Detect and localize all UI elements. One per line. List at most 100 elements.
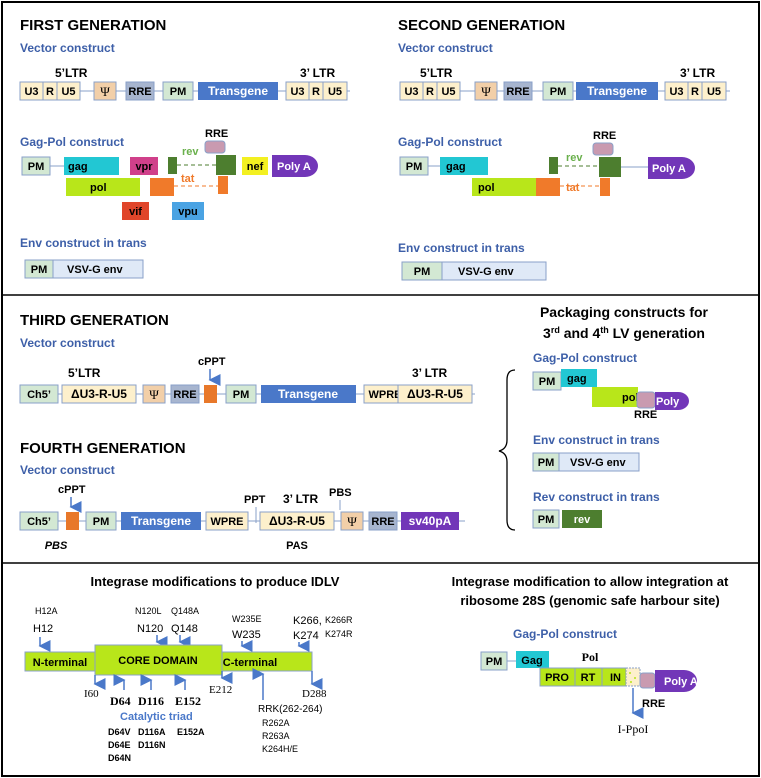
d64n-label: D64N bbox=[108, 753, 131, 763]
u5-label: U5 bbox=[441, 86, 455, 98]
u5-label: U5 bbox=[61, 86, 75, 98]
u3-label: U3 bbox=[669, 86, 683, 98]
du3-label: ΔU3-R-U5 bbox=[269, 514, 325, 528]
ippoi-label: I-PpoI bbox=[618, 722, 649, 736]
catalytic-triad-label: Catalytic triad bbox=[120, 711, 193, 723]
e152-label: E152 bbox=[175, 694, 201, 708]
transgene-label: Transgene bbox=[587, 84, 647, 98]
ribosome-title-line1: Integrase modification to allow integrat… bbox=[452, 574, 729, 589]
rev-label: rev bbox=[574, 514, 591, 526]
gen1-title: FIRST GENERATION bbox=[20, 17, 166, 34]
gen3-ltr5-label: 5’LTR bbox=[68, 366, 101, 380]
gen3-vector-construct: Ch5’ ΔU3-R-U5 Ψ RRE PM Transgene WPRE ΔU… bbox=[19, 384, 473, 404]
e212-label: E212 bbox=[209, 684, 232, 696]
r-label: R bbox=[691, 86, 699, 98]
gen4-vector-construct: Ch5’ PM Transgene WPRE ΔU3-R-U5 Ψ RRE sv… bbox=[19, 511, 459, 531]
vsvg-label: VSV-G env bbox=[458, 266, 515, 278]
h12-label: H12 bbox=[33, 623, 53, 635]
nterm-label: N-terminal bbox=[33, 657, 87, 669]
transgene-label: Transgene bbox=[278, 387, 338, 401]
rev-label: rev bbox=[566, 152, 583, 164]
d64e-label: D64E bbox=[108, 740, 131, 750]
sv40-label: sv40pA bbox=[409, 514, 452, 528]
gen2-ltr5-label: 5’LTR bbox=[420, 66, 453, 80]
packaging-brace bbox=[498, 369, 516, 531]
pm-label: PM bbox=[538, 514, 555, 526]
rre-label: RRE bbox=[173, 389, 196, 401]
packaging-env-label: Env construct in trans bbox=[533, 433, 660, 447]
rrk-label: RRK(262-264) bbox=[258, 704, 322, 715]
in-label: IN bbox=[610, 672, 621, 684]
rre-label: RRE bbox=[506, 86, 529, 98]
vsvg-label: VSV-G env bbox=[570, 457, 627, 469]
k266r-label: K266R bbox=[325, 615, 353, 625]
du3-label: ΔU3-R-U5 bbox=[71, 387, 127, 401]
gen2-env-construct: PM VSV-G env bbox=[401, 261, 547, 281]
rev-label: rev bbox=[182, 146, 199, 158]
pm-label: PM bbox=[538, 457, 555, 469]
rre-label: RRE bbox=[371, 516, 394, 528]
h12a-label: H12A bbox=[35, 606, 58, 616]
polya-label: Poly A bbox=[652, 163, 686, 175]
gen3-title: THIRD GENERATION bbox=[20, 312, 169, 329]
d116-label: D116 bbox=[138, 694, 164, 708]
packaging-gagpol-label: Gag-Pol construct bbox=[533, 351, 637, 365]
gen2-gagpol-label: Gag-Pol construct bbox=[398, 135, 502, 149]
gen1-ltr5-label: 5’LTR bbox=[55, 66, 88, 80]
pm-label: PM bbox=[233, 389, 250, 401]
d288-label: D288 bbox=[302, 688, 327, 700]
gag-label: gag bbox=[567, 373, 587, 385]
gen4-pas-label: PAS bbox=[286, 540, 308, 552]
gen4-pbs-italic-label: PBS bbox=[45, 540, 68, 552]
vpr-label: vpr bbox=[135, 161, 153, 173]
wpre-label: WPRE bbox=[211, 516, 244, 528]
gen1-vector-construct: U3 R U5 Ψ RRE PM Transgene U3 R U5 bbox=[19, 81, 348, 101]
gen4-title: FOURTH GENERATION bbox=[20, 440, 186, 457]
rre-label: RRE bbox=[634, 409, 657, 421]
r263a-label: R263A bbox=[262, 731, 290, 741]
packaging-rev-construct: PM rev bbox=[532, 509, 602, 529]
pro-label: PRO bbox=[545, 672, 569, 684]
k274r-label: K274R bbox=[325, 629, 353, 639]
gen1-gagpol-label: Gag-Pol construct bbox=[20, 135, 124, 149]
gen2-ltr3-label: 3’ LTR bbox=[680, 66, 715, 80]
vpu-label: vpu bbox=[178, 206, 198, 218]
u3-label: U3 bbox=[404, 86, 418, 98]
ribosome-gagpol-construct: PM Gag Pol PRO RT IN Poly A RRE I-PpoI bbox=[480, 650, 698, 736]
d116a-label: D116A bbox=[138, 727, 166, 737]
ch5-label: Ch5’ bbox=[27, 389, 51, 401]
w235-label: W235 bbox=[232, 629, 261, 641]
ribosome-gagpol-label: Gag-Pol construct bbox=[513, 627, 617, 641]
gen4-ltr3-label: 3’ LTR bbox=[283, 492, 318, 506]
pol-label: pol bbox=[90, 182, 107, 194]
d64-label: D64 bbox=[110, 694, 131, 708]
integrase-title: Integrase modifications to produce IDLV bbox=[91, 574, 340, 589]
wpre-label: WPRE bbox=[369, 389, 402, 401]
nef-label: nef bbox=[247, 161, 264, 173]
gen2-env-label: Env construct in trans bbox=[398, 241, 525, 255]
r-label: R bbox=[312, 86, 320, 98]
psi-label: Ψ bbox=[149, 387, 159, 402]
packaging-title-line1: Packaging constructs for bbox=[540, 304, 709, 320]
r262a-label: R262A bbox=[262, 718, 290, 728]
packaging-env-construct: PM VSV-G env bbox=[532, 452, 640, 472]
n120l-label: N120L bbox=[135, 606, 162, 616]
gen2-vector-label: Vector construct bbox=[398, 41, 493, 55]
gen3-cppt-label: cPPT bbox=[198, 356, 226, 368]
gag-label: Gag bbox=[521, 655, 542, 667]
transgene-label: Transgene bbox=[131, 514, 191, 528]
gen2-title: SECOND GENERATION bbox=[398, 17, 565, 34]
gen2-vector-construct: U3 R U5 Ψ RRE PM Transgene U3 R U5 bbox=[399, 81, 727, 101]
gag-label: gag bbox=[446, 161, 466, 173]
k264he-label: K264H/E bbox=[262, 744, 298, 754]
core-domain-label: CORE DOMAIN bbox=[118, 655, 198, 667]
d116n-label: D116N bbox=[138, 740, 166, 750]
rre-top-label: RRE bbox=[593, 130, 616, 142]
gag-label: gag bbox=[68, 161, 88, 173]
pm-label: PM bbox=[93, 516, 110, 528]
poly-label: Poly bbox=[656, 396, 680, 408]
r-label: R bbox=[46, 86, 54, 98]
ch5-label: Ch5’ bbox=[27, 516, 51, 528]
packaging-title-line2: 3rd and 4th LV generation bbox=[543, 325, 705, 341]
integrase-domain-map: H12A H12 N120L N120 Q148A Q148 W235E W23… bbox=[24, 606, 353, 763]
